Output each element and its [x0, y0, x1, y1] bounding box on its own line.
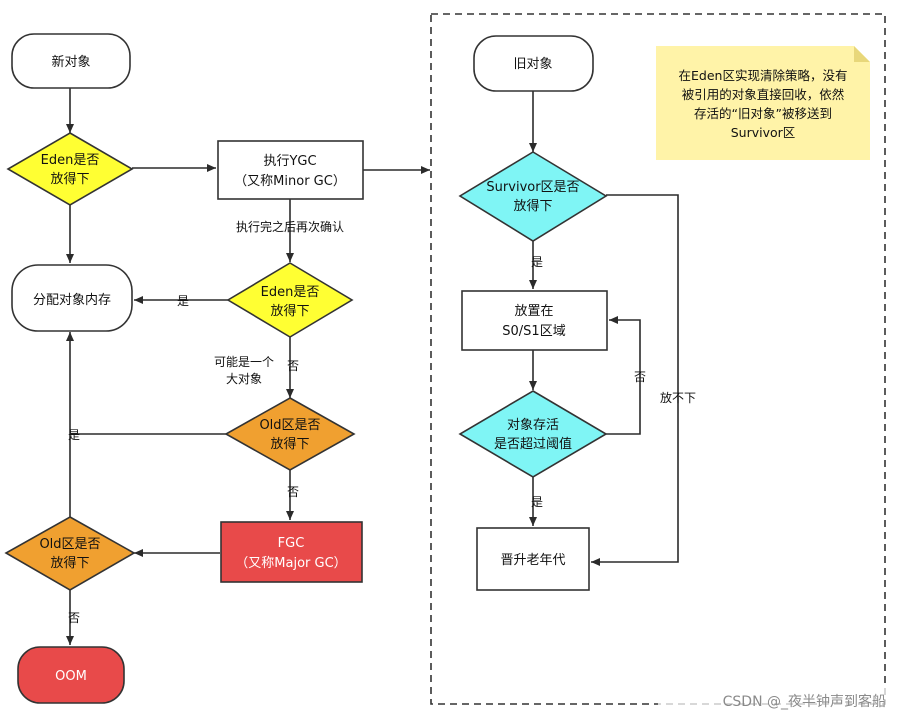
label-no-2: 否 [287, 485, 299, 499]
old-check-2-line2: 放得下 [50, 555, 89, 571]
survivor-check-line1: Survivor区是否 [486, 180, 579, 195]
label-cannot-fit: 放不下 [660, 390, 696, 405]
label-survivor-yes: 是 [531, 255, 543, 269]
ygc-line1: 执行YGC [263, 154, 316, 169]
label-threshold-yes: 是 [531, 495, 543, 509]
node-eden-check-1: Eden是否 放得下 [6, 132, 134, 206]
old-check-1-line1: Old区是否 [259, 418, 320, 433]
node-old-check-1: Old区是否 放得下 [224, 397, 356, 471]
old-object-label: 旧对象 [513, 57, 552, 72]
note-line2: 被引用的对象直接回收，依然 [682, 87, 845, 102]
old-check-2-line1: Old区是否 [39, 537, 100, 552]
node-old-check-2: Old区是否 放得下 [4, 516, 136, 591]
allocate-memory-label: 分配对象内存 [33, 292, 111, 308]
label-no-3: 否 [68, 611, 80, 625]
survivor-check-line2: 放得下 [513, 198, 552, 214]
label-yes-1: 是 [177, 294, 189, 308]
node-new-object: 新对象 [11, 33, 131, 89]
fgc-line2: （又称Major GC） [235, 556, 346, 571]
node-old-object: 旧对象 [473, 35, 594, 92]
watermark: CSDN @_夜半钟声到客船 [723, 693, 886, 710]
old-check-1-line2: 放得下 [270, 436, 309, 452]
note-line4: Survivor区 [731, 125, 796, 140]
place-line2: S0/S1区域 [502, 324, 565, 339]
fgc-line1: FGC [278, 536, 305, 551]
arrow-threshold-no-loop [606, 316, 641, 435]
arrow-survivor-cannot-fit [591, 194, 679, 566]
eden-check-1-line2: 放得下 [50, 171, 89, 187]
label-threshold-no: 否 [634, 370, 646, 384]
label-maybe-large-1: 可能是一个 [214, 355, 274, 369]
place-line1: 放置在 [514, 304, 553, 319]
note-line1: 在Eden区实现清除策略，没有 [679, 68, 848, 83]
tenured-label: 晋升老年代 [500, 553, 565, 568]
threshold-line1: 对象存活 [507, 418, 559, 433]
oom-label: OOM [55, 669, 87, 684]
node-survivor-check: Survivor区是否 放得下 [458, 151, 608, 242]
node-tenured: 晋升老年代 [476, 527, 590, 591]
node-threshold-check: 对象存活 是否超过阈值 [458, 390, 608, 478]
after-ygc-label: 执行完之后再次确认 [236, 219, 344, 234]
eden-check-2-line1: Eden是否 [261, 285, 320, 300]
node-eden-check-2: Eden是否 放得下 [226, 262, 354, 338]
eden-check-2-line2: 放得下 [270, 303, 309, 319]
threshold-line2: 是否超过阈值 [494, 436, 572, 452]
node-fgc: FGC （又称Major GC） [220, 521, 363, 583]
node-allocate-memory: 分配对象内存 [11, 264, 133, 332]
note-eden-cleanup: 在Eden区实现清除策略，没有 被引用的对象直接回收，依然 存活的“旧对象”被移… [656, 46, 870, 160]
eden-check-1-line1: Eden是否 [41, 153, 100, 168]
node-place-s0s1: 放置在 S0/S1区域 [461, 290, 608, 351]
new-object-label: 新对象 [51, 54, 90, 70]
note-line3: 存活的“旧对象”被移送到 [694, 106, 832, 121]
node-oom: OOM [17, 646, 125, 704]
label-no-1: 否 [287, 359, 299, 373]
label-maybe-large-2: 大对象 [226, 372, 262, 386]
ygc-line2: （又称Minor GC） [234, 174, 346, 189]
label-yes-2: 是 [68, 428, 80, 442]
node-ygc: 执行YGC （又称Minor GC） [217, 140, 364, 200]
